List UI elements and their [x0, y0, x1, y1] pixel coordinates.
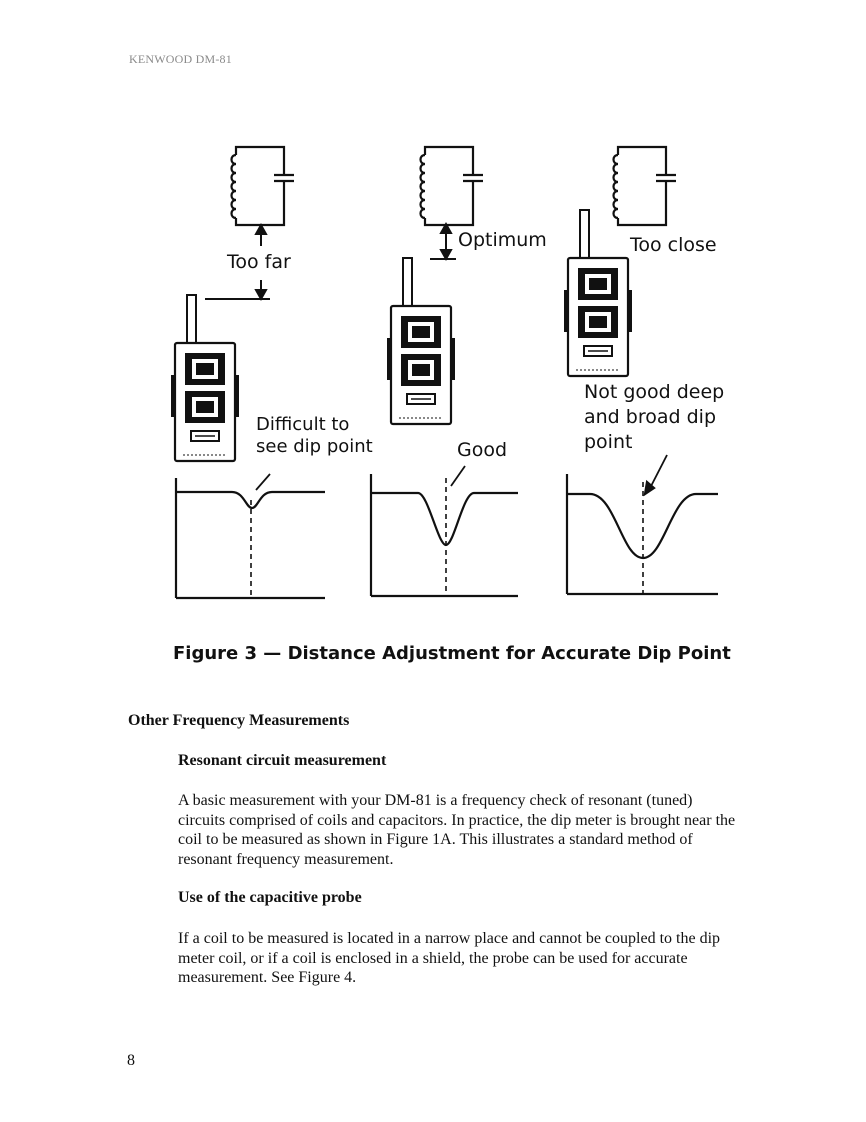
paragraph-capacitive-probe: If a coil to be measured is located in a… [178, 930, 721, 986]
distance-arrow-optimum [430, 221, 456, 262]
figure-3: Too far Optimum Too close Difficult to s… [169, 145, 731, 664]
dip-curve-broad [565, 454, 718, 596]
section-title: Other Frequency Measurements [128, 712, 350, 729]
label-not-good-line3: point [584, 431, 632, 453]
label-not-good-line2: and broad dip [584, 406, 716, 428]
distance-arrow-too-far [205, 222, 270, 302]
lc-circuit-middle [419, 145, 485, 227]
label-difficult-line2: see dip point [256, 436, 373, 457]
dip-meter-right [562, 208, 634, 378]
page-number: 8 [127, 1052, 135, 1069]
dip-meter-middle [385, 256, 457, 426]
subsection-title-resonant: Resonant circuit measurement [178, 752, 387, 769]
dip-curve-shallow [174, 473, 325, 600]
figure-3-illustration: Too far Optimum Too close Difficult to s… [169, 145, 724, 600]
label-good: Good [457, 439, 507, 461]
running-header: KENWOOD DM-81 [129, 52, 232, 66]
subsection-title-capacitive-probe: Use of the capacitive probe [178, 889, 362, 906]
dip-meter-left [169, 293, 241, 463]
paragraph-resonant: A basic measurement with your DM-81 is a… [178, 792, 736, 868]
label-too-far: Too far [226, 251, 291, 273]
figure-caption: Figure 3 — Distance Adjustment for Accur… [173, 643, 731, 664]
dip-curve-good [369, 465, 518, 598]
label-not-good-line1: Not good deep [584, 381, 724, 403]
label-too-close: Too close [629, 234, 717, 256]
label-optimum: Optimum [458, 229, 547, 251]
label-difficult-line1: Difficult to [256, 414, 349, 435]
lc-circuit-left [230, 145, 296, 227]
lc-circuit-right [612, 145, 678, 227]
